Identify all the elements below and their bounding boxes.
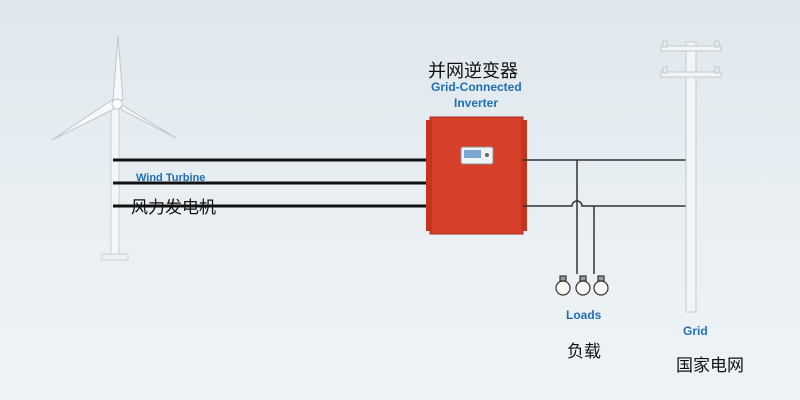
pole-shaft (685, 41, 697, 313)
inverter-flange-right (521, 120, 527, 231)
turbine-blade-left (51, 99, 117, 141)
turbine-blade-right (119, 102, 177, 139)
loads-label-en: Loads (566, 308, 602, 322)
grid-label-cn: 国家电网 (676, 356, 744, 376)
utility-pole (660, 40, 722, 313)
bulb-icon (555, 275, 571, 296)
turbine-hub (111, 98, 123, 110)
inverter-title-en-1: Grid-Connected (431, 80, 522, 94)
inverter-screen (464, 150, 481, 158)
wind-turbine-label-cn: 风力发电机 (131, 198, 216, 218)
grid-wires (523, 159, 690, 274)
wind-turbine-label-en: Wind Turbine (136, 172, 206, 184)
pole-crossarm-top (660, 45, 722, 52)
bulb-icon (593, 275, 609, 296)
inverter-title-cn: 并网逆变器 (428, 61, 518, 82)
bulb-icon (575, 275, 591, 296)
inverter-button-icon (485, 153, 489, 157)
inverter-body (429, 116, 524, 235)
turbine-base (101, 253, 129, 261)
turbine-wires (113, 158, 432, 208)
pole-crossarm-bottom (660, 71, 722, 78)
inverter-title-en-2: Inverter (454, 96, 499, 110)
inverter (426, 116, 527, 235)
loads-label-cn: 负载 (567, 342, 601, 362)
grid-wire-bottom (523, 200, 690, 207)
inverter-flange-left (426, 120, 432, 231)
wind-turbine (51, 35, 177, 261)
load-bulbs (555, 275, 609, 296)
turbine-blade-up (112, 35, 124, 101)
grid-label-en: Grid (683, 324, 708, 338)
